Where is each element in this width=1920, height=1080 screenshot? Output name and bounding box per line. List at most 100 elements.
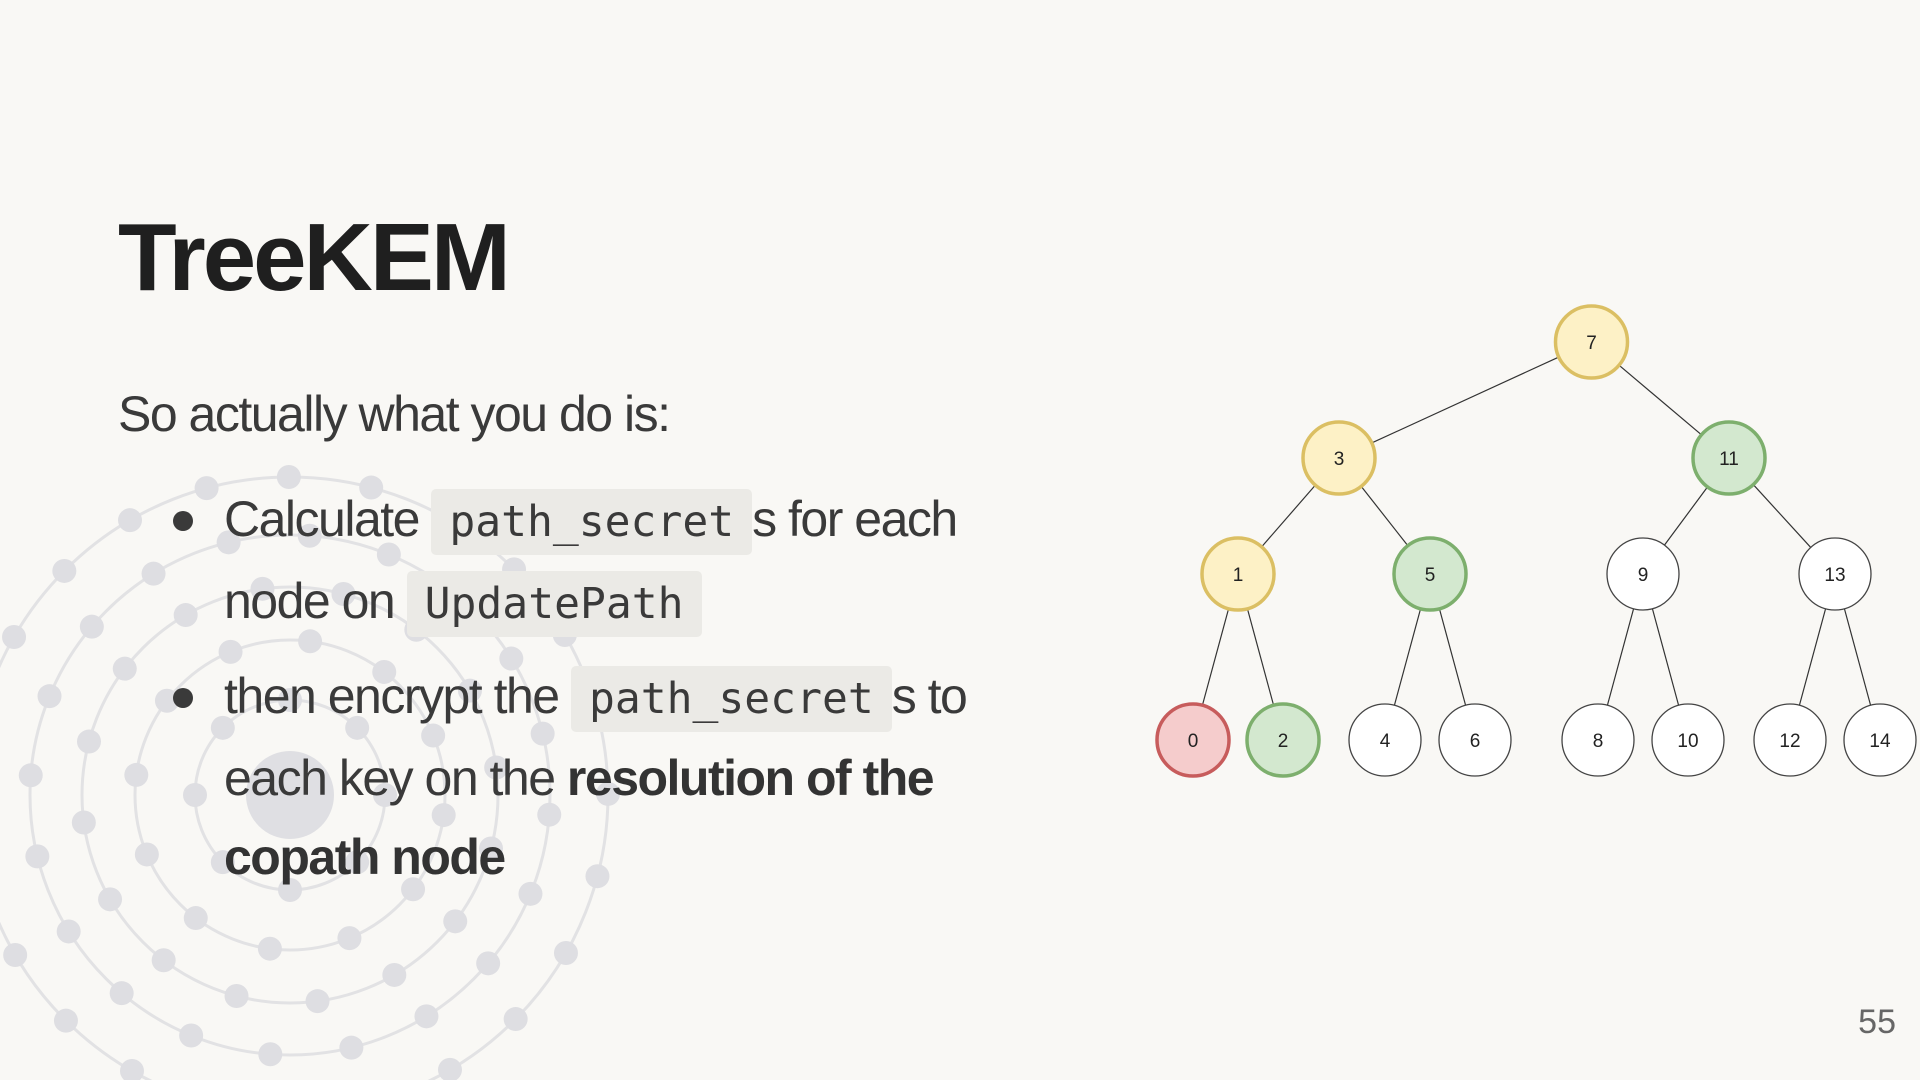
decor-dot — [479, 836, 504, 861]
tree-node-8 — [1561, 703, 1635, 777]
decor-dot — [297, 523, 322, 548]
tree-node-6 — [1438, 703, 1512, 777]
decor-dot — [305, 989, 330, 1014]
tree-node-label: 9 — [1638, 565, 1649, 586]
tree-node-13 — [1798, 537, 1872, 611]
decor-dot — [345, 850, 370, 875]
decor-dot — [53, 1008, 78, 1033]
tree-node-label: 13 — [1824, 565, 1845, 586]
bullet-text: s for each node on — [224, 491, 958, 629]
tree-node-label: 3 — [1334, 449, 1345, 470]
decor-dot — [376, 542, 401, 567]
decor-dot — [179, 1023, 204, 1048]
decor-dot — [359, 475, 384, 500]
tree-edge — [1606, 608, 1635, 706]
code-path-secret: path_secret — [570, 666, 892, 732]
decor-dot — [537, 802, 562, 827]
decor-dot — [595, 781, 620, 806]
page-number: 55 — [1858, 1003, 1896, 1041]
decor-dot — [151, 948, 176, 973]
decor-dot — [250, 576, 275, 601]
tree-edge — [1371, 356, 1560, 444]
tree-node-9 — [1606, 537, 1680, 611]
decor-dot — [421, 723, 446, 748]
decor-dot — [183, 783, 207, 807]
bullet-dot — [173, 511, 193, 531]
bold-resolution-text: resolution of the copath node — [224, 750, 935, 885]
decor-dot — [118, 508, 143, 533]
tree-edge — [1752, 484, 1812, 548]
decor-dot — [183, 906, 208, 931]
decor-dot — [476, 951, 501, 976]
decor-dot — [37, 684, 62, 709]
decor-dot — [3, 942, 28, 967]
tree-node-7 — [1553, 304, 1630, 380]
decor-dot — [98, 887, 123, 912]
decor-dot — [218, 639, 243, 664]
tree-edge — [1651, 608, 1680, 706]
decor-dot — [52, 558, 77, 583]
tree-node-label: 0 — [1188, 731, 1199, 752]
tree-node-0 — [1155, 702, 1231, 778]
tree-node-label: 7 — [1586, 333, 1597, 354]
decor-dot — [431, 803, 456, 828]
tree-edge — [1618, 364, 1702, 436]
decor-ring — [28, 533, 552, 1057]
tree-edge — [1246, 608, 1275, 706]
decor-dot — [79, 614, 104, 639]
decor-dot — [298, 629, 323, 654]
decor-dot — [276, 465, 301, 490]
decor-dot — [437, 1057, 462, 1080]
decor-dot — [109, 981, 134, 1006]
tree-node-label: 12 — [1779, 731, 1800, 752]
tree-node-label: 11 — [1719, 449, 1739, 470]
code-path-secret: path_secret — [431, 489, 753, 555]
concentric-dots-decoration — [0, 465, 620, 1080]
tree-node-label: 14 — [1869, 731, 1891, 752]
decor-dot — [119, 1058, 144, 1080]
decor-dot — [141, 561, 166, 586]
decor-dot — [112, 656, 137, 681]
tree-node-10 — [1651, 703, 1725, 777]
decor-dot — [414, 1004, 439, 1029]
decor-dot — [518, 881, 543, 906]
code-update-path: UpdatePath — [406, 571, 702, 637]
tree-node-3 — [1301, 420, 1377, 496]
tree-edge — [1843, 608, 1872, 706]
bullet-text: then encrypt the — [224, 668, 571, 724]
decor-dot — [345, 715, 370, 740]
decor-dot — [372, 659, 397, 684]
decor-dot — [25, 844, 50, 869]
decor-dot — [71, 810, 96, 835]
decor-dot — [553, 941, 578, 966]
tree-node-14 — [1843, 703, 1917, 777]
tree-node-12 — [1753, 703, 1827, 777]
decor-dot — [503, 1007, 528, 1032]
tree-edge — [1261, 484, 1316, 548]
decor-dot — [457, 678, 482, 703]
decor-dot — [124, 762, 149, 787]
decor-dot — [401, 877, 426, 902]
tree-edge — [1438, 608, 1467, 706]
decor-dot — [154, 688, 179, 713]
tree-edge — [1663, 486, 1709, 546]
tree-node-1 — [1200, 536, 1276, 612]
decor-dot — [224, 984, 249, 1009]
decor-dot — [2, 624, 27, 649]
tree-node-label: 6 — [1470, 731, 1481, 752]
tree-edge — [1393, 608, 1422, 706]
decor-dot — [585, 864, 610, 889]
tree-edge — [1360, 485, 1409, 547]
decor-dot — [499, 646, 524, 671]
intro-text: So actually what you do is: — [118, 386, 671, 442]
decor-dot — [337, 926, 362, 951]
slide-title: TreeKEM — [118, 204, 511, 311]
decor-dot — [210, 850, 235, 875]
tree-node-label: 2 — [1278, 731, 1289, 752]
decor-dot — [134, 842, 159, 867]
decor-dot — [484, 755, 509, 780]
decor-dot — [339, 1035, 364, 1060]
